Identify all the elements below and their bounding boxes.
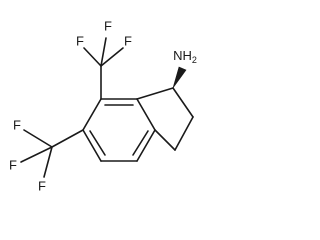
cyclopentane-ring (136, 87, 194, 151)
atom-label-f-top-right: F (124, 33, 132, 48)
benzene-ring (82, 98, 156, 162)
atom-labels: NH2 F F F F F F (9, 18, 197, 193)
cf3-group-bottom (20, 129, 84, 178)
bond-c3-c6 (154, 129, 176, 151)
bond-cf3-f-top (100, 37, 107, 67)
bond-c6-c7 (136, 129, 156, 162)
bond-cf3-f-left (83, 47, 102, 67)
bond-cf3-f-lower-left (20, 146, 53, 163)
bond-c8-c9 (82, 129, 102, 162)
double-bond-inner-2 (132, 130, 149, 156)
double-bond-inner-3 (89, 130, 106, 156)
stereo-wedge-bond (172, 66, 187, 89)
atom-label-nh2: NH2 (173, 48, 197, 65)
bond-cf3-f-lower (43, 146, 53, 178)
bond-cf3-f-right (100, 47, 124, 67)
bond-c2-c3 (174, 116, 194, 151)
molecule-structure: NH2 F F F F F F (9, 18, 197, 193)
atom-label-f-left-lower: F (9, 157, 17, 172)
bond-c9-c4 (82, 98, 102, 131)
atom-label-f-top-center: F (104, 18, 112, 33)
cf3-group-top (83, 37, 124, 100)
bond-c5-c6 (136, 98, 156, 131)
atom-label-f-top-left: F (76, 33, 84, 48)
atom-label-f-left-upper: F (13, 117, 21, 132)
bond-c1-c2 (172, 87, 194, 118)
bond-c8-cf3 (51, 129, 84, 148)
bond-cf3-f-upper (23, 129, 53, 148)
atom-label-f-bottom: F (38, 178, 46, 193)
bond-c5-c1 (136, 87, 174, 100)
